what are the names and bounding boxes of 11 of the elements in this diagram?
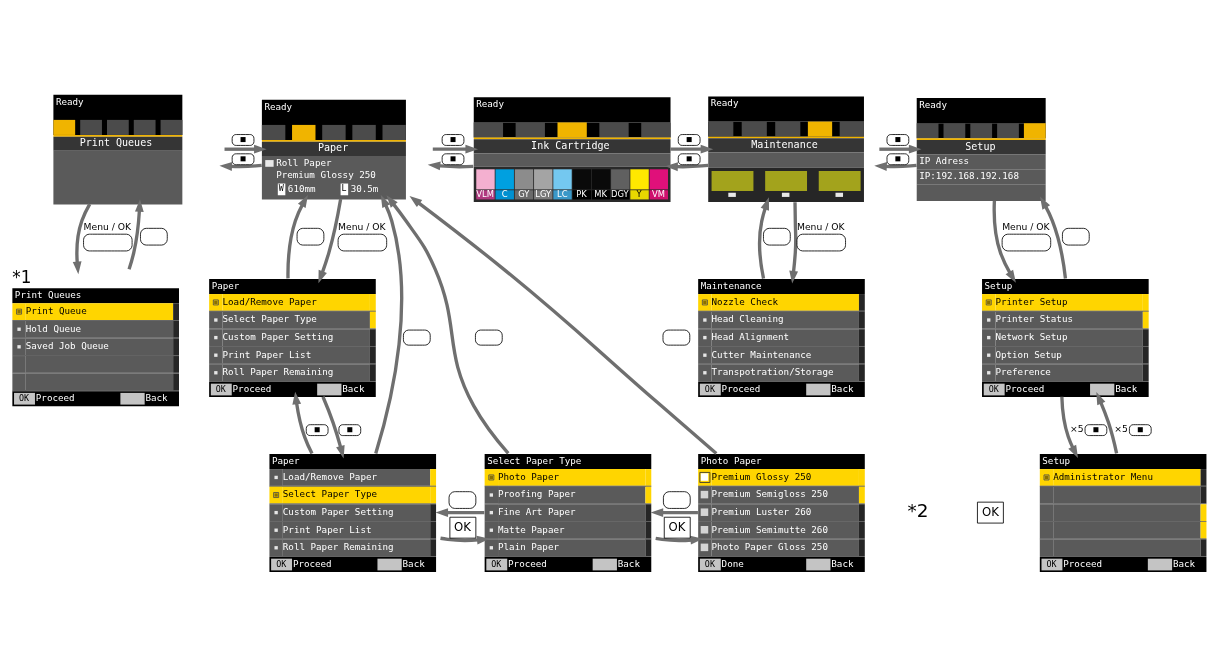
edge-label: ×5 xyxy=(1069,422,1084,434)
edge-label: OK xyxy=(668,519,686,534)
edge-label: ×5 xyxy=(1114,422,1128,434)
edge-label: Menu / OK xyxy=(338,220,386,232)
node-label: *1 xyxy=(12,266,32,287)
edge-label: Menu / OK xyxy=(83,220,132,232)
edge-label: Menu / OK xyxy=(796,220,845,232)
edge-label: OK xyxy=(454,519,471,534)
label: OK xyxy=(982,504,999,519)
edge-label: Menu / OK xyxy=(1002,220,1050,232)
label: *2 xyxy=(907,499,929,521)
